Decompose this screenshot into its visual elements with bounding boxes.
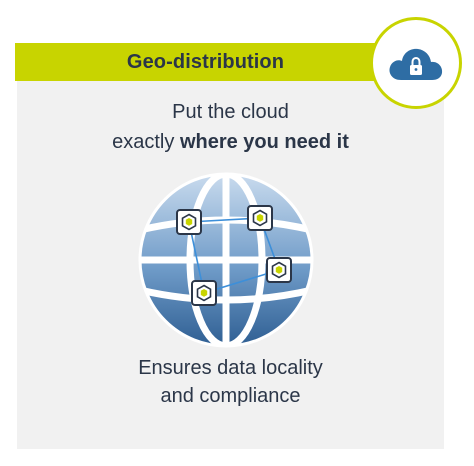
headline: Put the cloud exactly where you need it xyxy=(17,97,444,157)
headline-line-2: exactly where you need it xyxy=(17,127,444,157)
globe-node-1 xyxy=(176,209,202,235)
cloud-lock-badge xyxy=(370,17,462,109)
hexagon-node-icon xyxy=(196,284,212,302)
globe-node-4 xyxy=(191,280,217,306)
hexagon-node-icon xyxy=(271,261,287,279)
header-banner: Geo-distribution xyxy=(15,43,386,81)
globe-node-2 xyxy=(247,205,273,231)
globe-graphic xyxy=(136,170,316,350)
footer-line-1: Ensures data locality xyxy=(138,357,323,379)
header-title: Geo-distribution xyxy=(126,50,285,73)
cloud-lock-icon xyxy=(389,48,443,80)
headline-line-1: Put the cloud xyxy=(172,101,289,123)
headline-line-2-prefix: exactly xyxy=(112,131,175,153)
footer-caption: Ensures data locality and compliance xyxy=(17,354,444,410)
globe-node-3 xyxy=(266,257,292,283)
footer-line-2: and compliance xyxy=(160,385,301,407)
headline-line-2-bold: where you need it xyxy=(179,131,349,153)
hexagon-node-icon xyxy=(252,209,268,227)
hexagon-node-icon xyxy=(181,213,197,231)
